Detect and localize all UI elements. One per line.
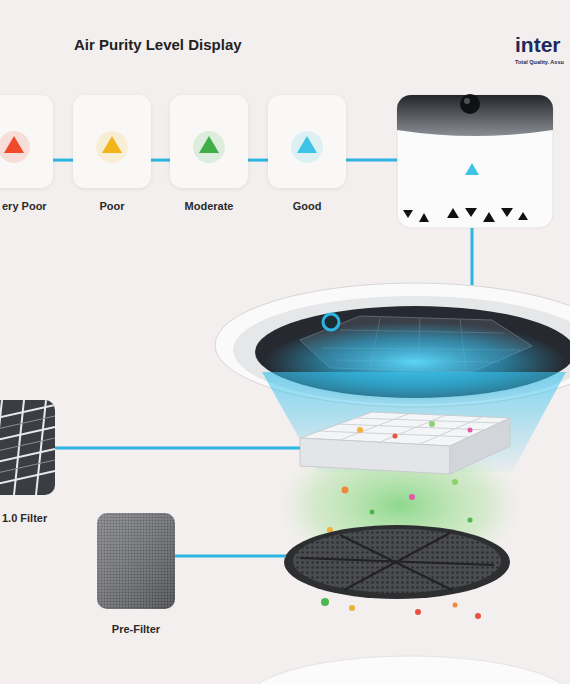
filter-label: Pre-Filter: [112, 623, 160, 635]
level-triangle: [268, 95, 346, 188]
pm-filter: [300, 412, 510, 474]
callout-dot: [323, 314, 339, 330]
level-indicator-box: Good: [268, 95, 346, 188]
logo-text: inter: [515, 33, 561, 57]
pre-filter-disc: [284, 525, 510, 599]
filter-thumbnail: 1.0 Filter: [0, 400, 55, 495]
filter-image: [97, 513, 175, 609]
filter-label: 1.0 Filter: [2, 512, 47, 524]
logo-tagline: Total Quality. Assu: [515, 59, 564, 65]
base-unit: [245, 656, 570, 684]
title: Air Purity Level Display: [74, 36, 242, 53]
connector-line: [53, 159, 73, 162]
level-label: Good: [293, 200, 322, 212]
level-label: ery Poor: [2, 200, 47, 212]
level-indicator-box: Poor: [73, 95, 151, 188]
filter-image: [0, 400, 55, 495]
level-indicator-box: Moderate: [170, 95, 248, 188]
level-triangle: [170, 95, 248, 188]
connector-line: [248, 159, 268, 162]
level-triangle: [0, 95, 53, 188]
connector-line: [151, 159, 170, 162]
level-label: Moderate: [185, 200, 234, 212]
level-indicator-box: ery Poor: [0, 95, 53, 188]
filter-thumbnail: Pre-Filter: [97, 513, 175, 609]
level-triangle: [73, 95, 151, 188]
level-label: Poor: [99, 200, 124, 212]
display-panel: [397, 94, 553, 228]
leader-lines: [55, 448, 300, 556]
